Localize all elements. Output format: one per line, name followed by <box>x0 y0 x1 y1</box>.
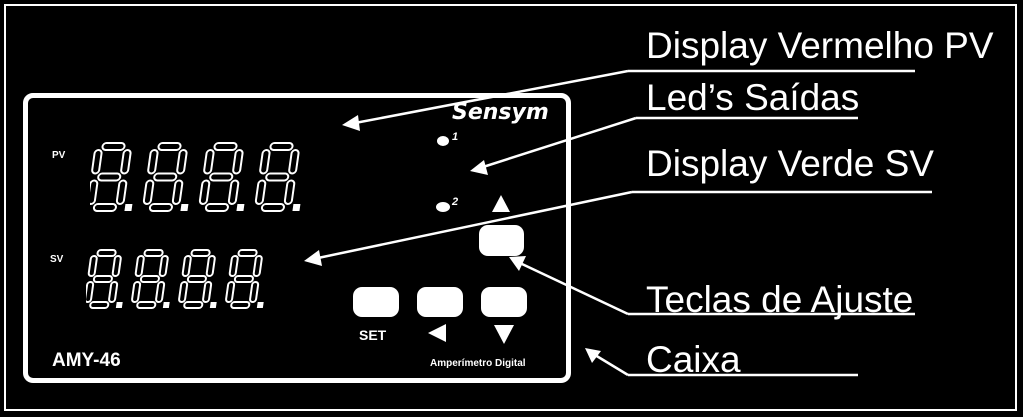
triangle-up-icon <box>492 195 510 212</box>
led-icon <box>437 136 449 146</box>
arrow-line-sv <box>317 190 633 260</box>
pv-display <box>90 142 301 212</box>
arrowhead-pv <box>342 115 360 131</box>
seven-segment-digit <box>86 249 123 309</box>
seven-segment-digit <box>254 142 301 212</box>
triangle-left-icon <box>428 324 446 342</box>
brand-logo: Sensym <box>452 100 549 125</box>
set-key[interactable] <box>353 287 399 317</box>
arrow-line-pv <box>354 69 629 125</box>
callout-keys: Teclas de Ajuste <box>646 279 914 320</box>
callout-leds: Led’s Saídas <box>646 77 860 118</box>
arrowhead-sv <box>304 250 322 266</box>
up-key[interactable] <box>479 225 524 256</box>
arrowhead-leds <box>470 160 488 175</box>
description-label: Amperímetro Digital <box>430 358 526 369</box>
led2-label: 2 <box>452 196 459 208</box>
callout-display-pv: Display Vermelho PV <box>646 25 994 66</box>
arrowhead-keys <box>509 256 526 271</box>
model-label: AMY-46 <box>52 350 121 371</box>
sv-display <box>86 249 264 309</box>
image-frame <box>4 4 1017 411</box>
left-key[interactable] <box>417 287 463 317</box>
down-key[interactable] <box>481 287 527 317</box>
arrow-line-leds <box>482 116 637 169</box>
pv-tag: PV <box>52 150 66 161</box>
callout-display-sv: Display Verde SV <box>646 143 934 184</box>
triangle-down-icon <box>494 325 514 344</box>
arrow-line-case <box>594 353 629 377</box>
led1-label: 1 <box>452 131 459 143</box>
seven-segment-digit <box>131 249 170 309</box>
seven-segment-digit <box>225 249 264 309</box>
arrowhead-case <box>585 348 601 363</box>
led-icon <box>436 202 450 212</box>
arrow-line-keys <box>521 262 629 316</box>
seven-segment-digit <box>142 142 189 212</box>
seven-segment-digit <box>90 142 133 212</box>
callout-case: Caixa <box>646 339 741 380</box>
seven-segment-digit <box>178 249 217 309</box>
set-label: SET <box>359 327 387 343</box>
seven-segment-digit <box>198 142 245 212</box>
sv-tag: SV <box>50 254 64 265</box>
